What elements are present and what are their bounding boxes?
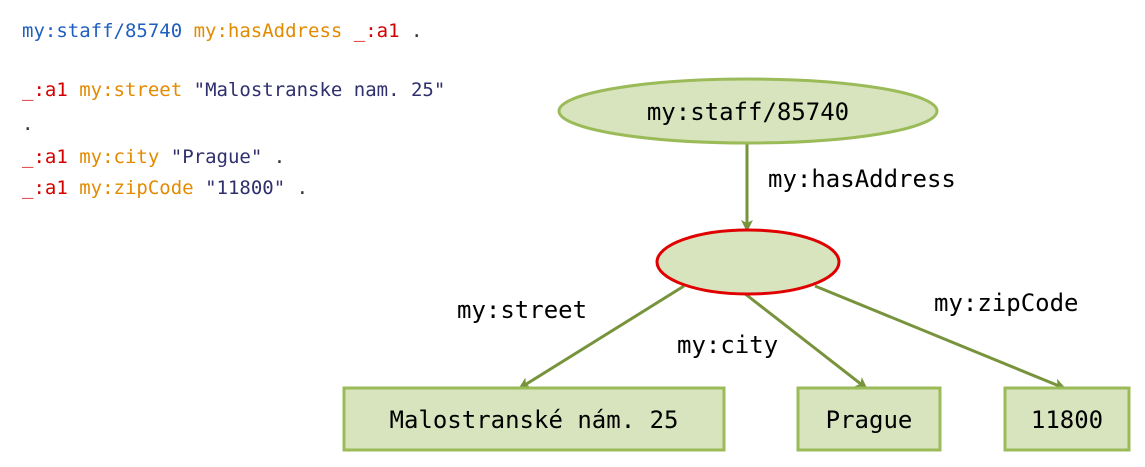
literal-city-label: Prague — [826, 406, 913, 434]
code-line-1: my:staff/85740 my:hasAddress _:a1 . — [22, 20, 422, 42]
predicate: my:hasAddress — [193, 20, 343, 42]
predicate: my:street — [79, 79, 183, 101]
literal: "11800" — [205, 177, 286, 199]
blank-node — [655, 228, 841, 296]
terminator: . — [273, 146, 286, 168]
edge-city — [743, 291, 868, 390]
terminator: . — [296, 177, 309, 199]
literal-box-zip — [1003, 386, 1131, 452]
terminator: . — [22, 113, 34, 135]
root-node — [557, 77, 939, 145]
code-line-3: _:a1 my:city "Prague" . — [22, 146, 285, 168]
literal: "Malostranske nam. 25" — [193, 79, 446, 101]
terminator: . — [411, 20, 423, 42]
edge-label-hasAddress: my:hasAddress — [768, 165, 956, 193]
blank-node-ref: _:a1 — [22, 146, 68, 168]
root-node-label: my:staff/85740 — [647, 98, 849, 126]
edge-zipCode — [814, 284, 1066, 390]
subject-uri: my:staff/85740 — [22, 20, 183, 42]
literal-box-city — [796, 386, 942, 452]
edge-label-zipCode: my:zipCode — [934, 289, 1079, 317]
code-line-2: _:a1 my:street "Malostranske nam. 25" — [22, 79, 445, 101]
edge-label-city: my:city — [677, 331, 778, 359]
code-line-2-end: . — [22, 113, 33, 135]
blank-node-ref: _:a1 — [353, 20, 400, 42]
predicate: my:zipCode — [79, 177, 194, 199]
predicate: my:city — [79, 146, 160, 168]
edge-label-street: my:street — [457, 296, 587, 324]
code-line-4: _:a1 my:zipCode "11800" . — [22, 177, 308, 199]
blank-node-ref: _:a1 — [22, 177, 68, 199]
literal-street-label: Malostranské nám. 25 — [390, 406, 679, 434]
literal-zip-label: 11800 — [1031, 406, 1103, 434]
literal: "Prague" — [170, 146, 263, 168]
blank-node-ref: _:a1 — [22, 79, 68, 101]
edge-street — [518, 284, 685, 390]
literal-box-street — [342, 386, 726, 452]
